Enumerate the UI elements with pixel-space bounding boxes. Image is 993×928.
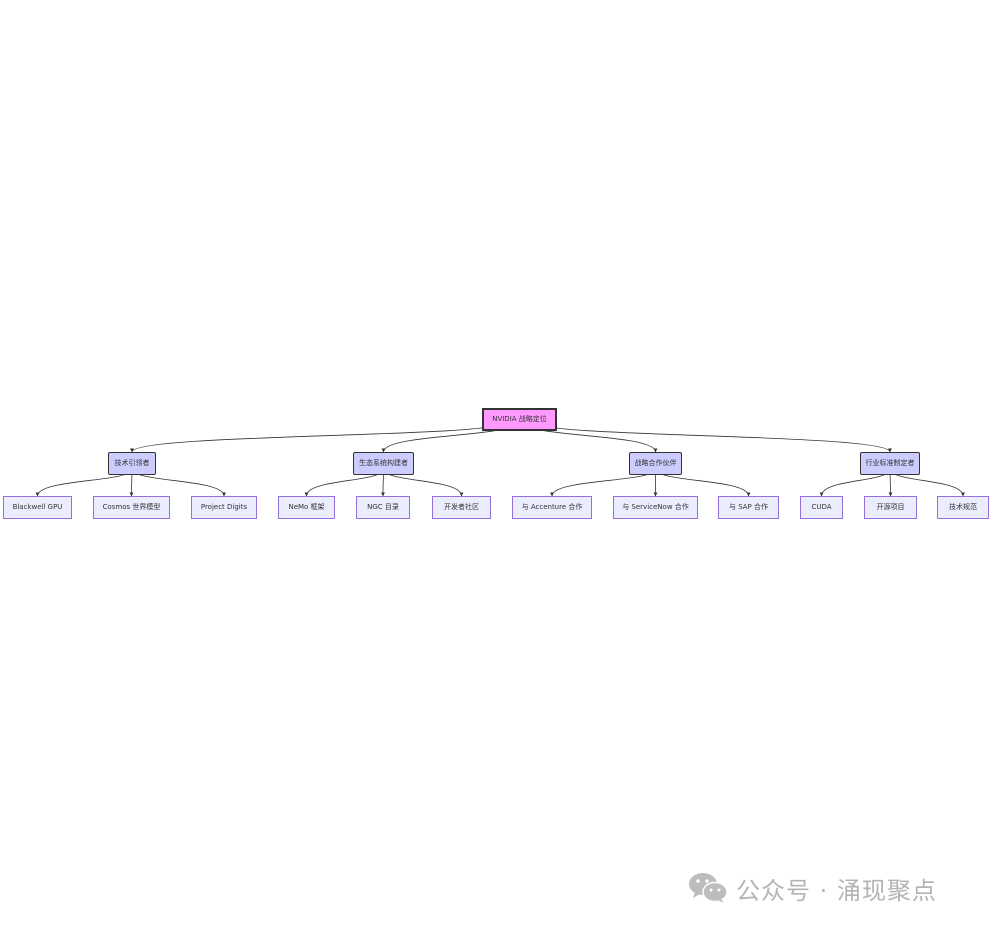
leaf-node-label: NeMo 框架 <box>288 503 325 511</box>
leaf-node-accenture: 与 Accenture 合作 <box>512 496 592 519</box>
leaf-node-label: Project Digits <box>200 503 248 511</box>
leaf-node-label: 开发者社区 <box>444 503 479 511</box>
group-node-ecosystem-builder: 生态系统构建者 <box>353 452 414 475</box>
leaf-node-label: 与 ServiceNow 合作 <box>622 503 689 511</box>
leaf-node-servicenow: 与 ServiceNow 合作 <box>613 496 698 519</box>
leaf-node-label: NGC 目录 <box>367 503 399 511</box>
watermark-text: 公众号 · 涌现聚点 <box>736 876 937 905</box>
group-node-label: 行业标准制定者 <box>865 459 915 467</box>
wechat-icon <box>689 873 728 903</box>
leaf-node-sap: 与 SAP 合作 <box>718 496 779 519</box>
leaf-node-nemo: NeMo 框架 <box>278 496 335 519</box>
leaf-node-project-digits: Project Digits <box>191 496 257 519</box>
group-node-label: 技术引领者 <box>114 459 150 467</box>
edge-group <box>35 422 965 497</box>
leaf-node-cosmos: Cosmos 世界模型 <box>93 496 170 519</box>
root-node-label: NVIDIA 战略定位 <box>492 415 547 423</box>
leaf-node-blackwell-gpu: Blackwell GPU <box>3 496 72 519</box>
group-node-tech-leader: 技术引领者 <box>108 452 156 475</box>
leaf-node-label: Cosmos 世界模型 <box>102 503 161 511</box>
leaf-node-label: Blackwell GPU <box>12 503 63 511</box>
leaf-node-tech-spec: 技术规范 <box>937 496 989 519</box>
group-node-industry-standard-setter: 行业标准制定者 <box>860 452 920 475</box>
leaf-node-developer-community: 开发者社区 <box>432 496 491 519</box>
root-node: NVIDIA 战略定位 <box>482 408 557 431</box>
group-node-label: 生态系统构建者 <box>359 459 408 467</box>
leaf-node-open-source: 开源项目 <box>864 496 917 519</box>
group-node-strategic-partner: 战略合作伙伴 <box>629 452 682 475</box>
leaf-node-label: 与 Accenture 合作 <box>521 503 583 511</box>
leaf-node-label: 与 SAP 合作 <box>728 503 769 511</box>
leaf-node-cuda: CUDA <box>800 496 843 519</box>
edge-root-to-group <box>537 422 892 453</box>
edge-root-to-group <box>130 422 501 453</box>
leaf-node-label: CUDA <box>811 503 832 511</box>
group-node-label: 战略合作伙伴 <box>634 459 677 467</box>
leaf-node-label: 技术规范 <box>949 503 977 511</box>
leaf-node-ngc: NGC 目录 <box>356 496 410 519</box>
watermark: 公众号 · 涌现聚点 <box>688 870 937 906</box>
leaf-node-label: 开源项目 <box>876 503 905 511</box>
